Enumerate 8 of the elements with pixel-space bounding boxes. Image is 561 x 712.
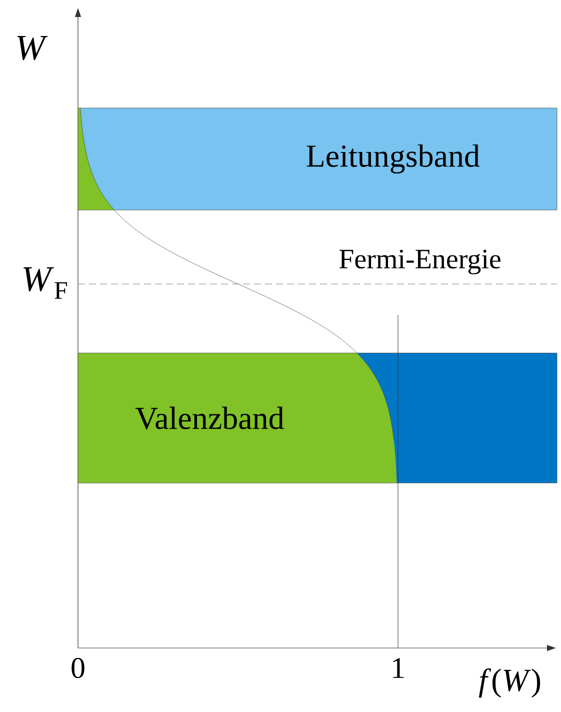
energy-band: Valenzband [78, 352, 558, 484]
energy-band: Leitungsband [78, 108, 558, 210]
axis-label: 0 [72, 658, 84, 678]
axis-label: Fermi-Energie [339, 250, 500, 274]
axis-label: W$_{F}$ [24, 267, 68, 299]
axis-label: f(W) [478, 668, 540, 698]
axis-label: W [17, 36, 48, 60]
axis-label: 1 [393, 658, 404, 678]
